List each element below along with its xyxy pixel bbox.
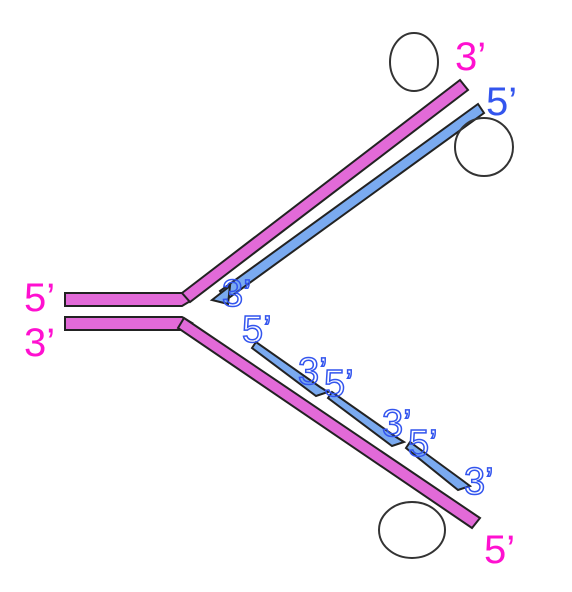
- label-fork-bottom: 3’: [24, 321, 55, 365]
- label-fork-top: 5’: [24, 276, 55, 320]
- parental-duplex: [64, 292, 194, 331]
- okazaki-fragment-3: [404, 440, 473, 492]
- parental-bottom-strand: [64, 316, 194, 331]
- upper-parental-strand: [180, 78, 470, 304]
- protein-circle-top-right: [454, 117, 514, 177]
- label-okazaki-1-end: 3’: [298, 351, 328, 393]
- label-okazaki-3-end: 3’: [464, 461, 494, 503]
- protein-circle-top-left: [389, 32, 439, 92]
- label-parent-bottom-end: 5’: [484, 528, 515, 572]
- label-parent-top-end: 3’: [455, 35, 486, 79]
- label-okazaki-1-start: 5’: [242, 309, 272, 351]
- okazaki-fragments: [250, 340, 473, 492]
- leading-strand-body: [218, 102, 486, 302]
- label-leading-end: 3’: [222, 273, 252, 315]
- label-leading-start: 5’: [486, 80, 517, 124]
- label-okazaki-2-start: 5’: [324, 363, 354, 405]
- lower-parental-strand: [176, 316, 482, 530]
- protein-circle-bottom: [378, 501, 446, 559]
- okazaki-fragment-1: [250, 340, 331, 398]
- leading-strand: [209, 102, 486, 306]
- label-okazaki-3-start: 5’: [408, 423, 438, 465]
- label-okazaki-2-end: 3’: [382, 403, 412, 445]
- parental-top-strand: [64, 292, 194, 307]
- okazaki-fragment-2: [326, 390, 407, 448]
- leading-strand-arrowhead: [209, 283, 232, 306]
